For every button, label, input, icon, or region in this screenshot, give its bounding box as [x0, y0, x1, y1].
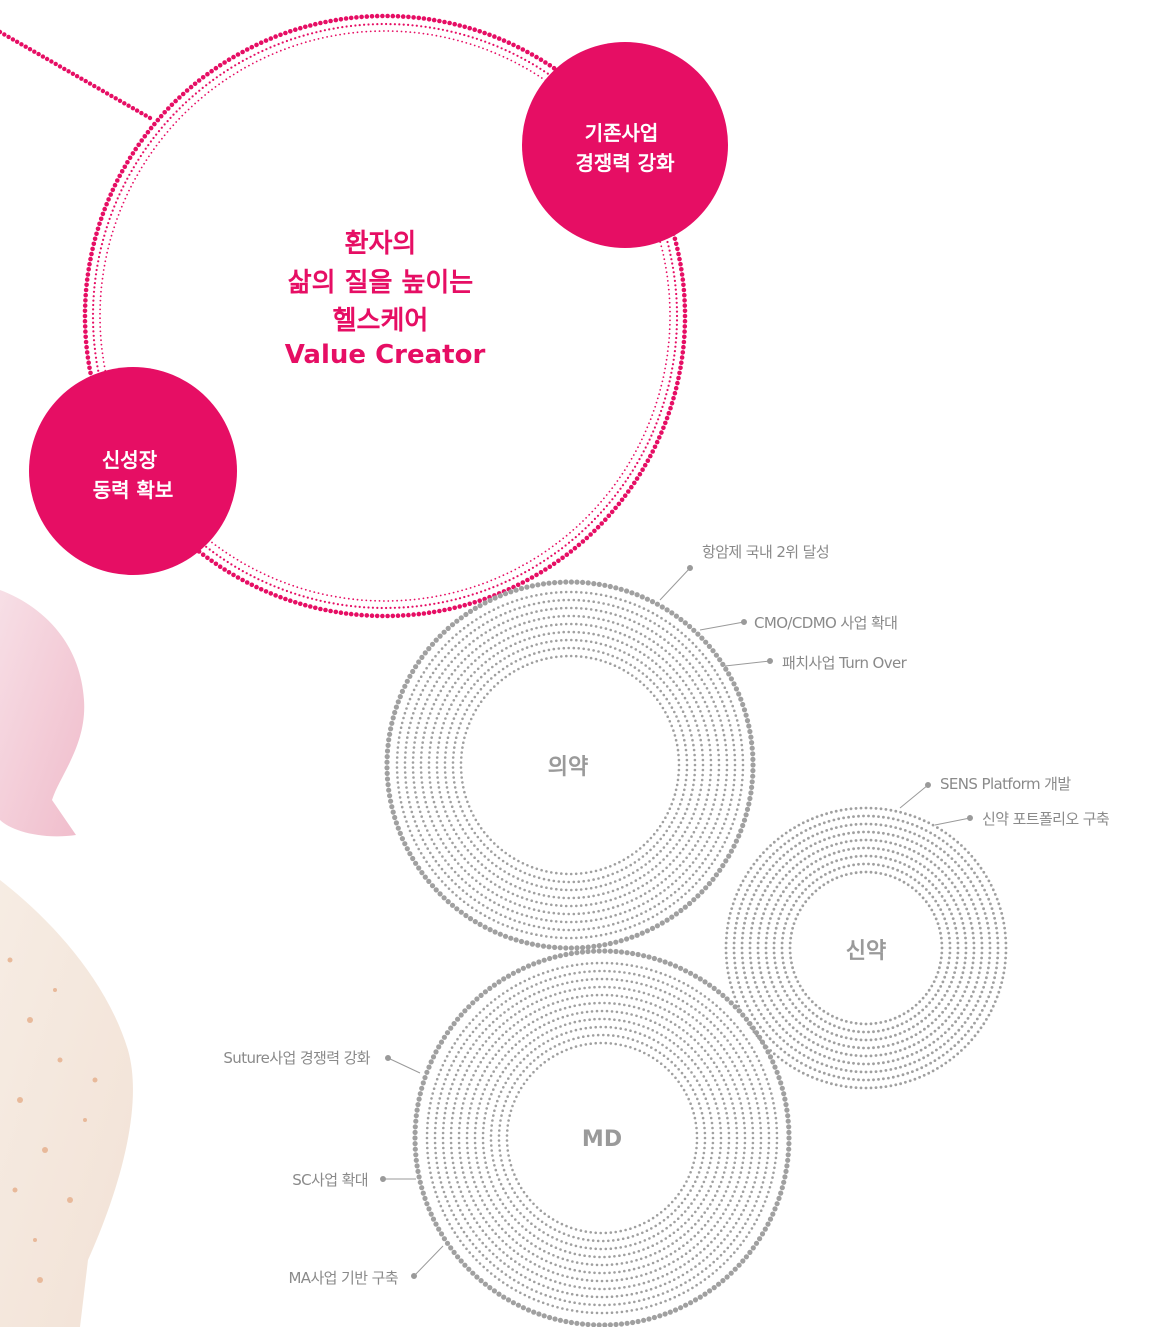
strengthen-existing-business-node: 기존사업 경쟁력 강화	[522, 42, 728, 248]
pharma-dotted-circle	[384, 579, 756, 951]
md-dotted-circle	[412, 948, 792, 1327]
new-drug-callout-portfolio: 신약 포트폴리오 구축	[982, 810, 1109, 828]
stone-speckles	[7, 957, 98, 1283]
speckled-stone-decoration	[0, 880, 133, 1327]
md-callout-sc: SC사업 확대	[292, 1171, 368, 1189]
svg-text:신성장 동력 확보: 신성장 동력 확보	[93, 448, 174, 502]
pharma-callout-anticancer: 항암제 국내 2위 달성	[702, 543, 829, 561]
pharma-callout-cmo: CMO/CDMO 사업 확대	[754, 614, 897, 632]
svg-text:기존사업 경쟁력 강화: 기존사업 경쟁력 강화	[576, 121, 676, 175]
pharma-center-label: 의약	[548, 755, 588, 780]
new-drug-dotted-circle	[724, 806, 1008, 1090]
new-drug-callout-sens: SENS Platform 개발	[940, 775, 1071, 793]
new-drug-center-label: 신약	[846, 939, 886, 964]
pharma-callout-patch: 패치사업 Turn Over	[782, 654, 908, 672]
vision-title: 환자의 삶의 질을 높이는 헬스케어 Value Creator	[285, 229, 486, 370]
callout-leader-lines	[380, 565, 973, 1279]
md-callout-ma: MA사업 기반 구축	[288, 1269, 398, 1287]
pink-petal-decoration	[0, 590, 85, 837]
secure-growth-engine-node: 신성장 동력 확보	[29, 367, 237, 575]
connector-dotted-line	[0, 29, 153, 121]
md-callout-suture: Suture사업 경쟁력 강화	[223, 1049, 370, 1067]
md-center-label: MD	[582, 1127, 622, 1152]
